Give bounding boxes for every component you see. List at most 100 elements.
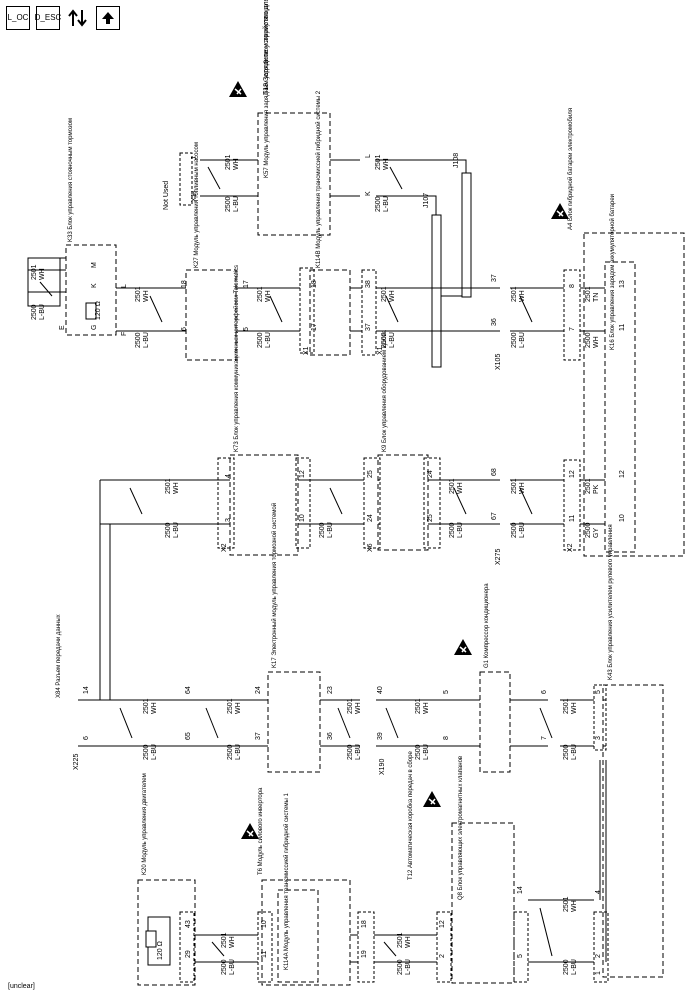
- wire-color: WH: [571, 702, 578, 714]
- x6-label: X6: [367, 543, 374, 552]
- wire-color: WH: [383, 158, 390, 170]
- not-used-label: Not Used: [163, 181, 170, 210]
- location-button[interactable]: L_OC: [6, 6, 30, 30]
- pin-number: 11: [619, 324, 626, 331]
- wire-code: 2501: [511, 478, 518, 494]
- pin-number: 37: [365, 323, 372, 331]
- k43-box: [602, 684, 664, 978]
- x275-label: X275: [495, 549, 502, 565]
- pin-number: 25: [427, 514, 434, 522]
- unclear-label: [unclear]: [8, 983, 35, 990]
- wire-code: 2501: [165, 478, 172, 494]
- k20-label: K20 Модуль управления двигателем: [142, 773, 148, 875]
- wire-code: 2501: [227, 698, 234, 714]
- x1-label-c: X1: [303, 346, 310, 355]
- pin-number: L: [365, 154, 372, 158]
- j107-bar: [431, 214, 442, 368]
- pin-number: 4: [595, 890, 602, 894]
- wire-code: 2500: [563, 744, 570, 760]
- pin-number: 68: [491, 468, 498, 476]
- k33-resistor: [85, 302, 97, 320]
- wire-code: 2500: [319, 522, 326, 538]
- wire-code: 2500: [257, 332, 264, 348]
- hazard-icon-g1: [453, 638, 473, 656]
- pin-number: 12: [569, 470, 576, 478]
- wire-color: WH: [355, 702, 362, 714]
- pin-number: 25: [367, 470, 374, 478]
- wire-color: L-BU: [389, 332, 396, 348]
- pin-number: 2: [439, 954, 446, 958]
- wire-code: 2501: [143, 698, 150, 714]
- wire-color: L-BU: [233, 196, 240, 212]
- pin-number: 1: [595, 971, 602, 975]
- k17-box: [267, 671, 321, 773]
- swap-arrows-icon: [68, 9, 87, 27]
- x84-label: X84 Разъем передачи данных: [56, 614, 62, 698]
- g1-box: [479, 671, 511, 773]
- pin-number: 65: [185, 732, 192, 740]
- pin-number: 37: [255, 732, 262, 740]
- pin-number: E: [59, 325, 66, 330]
- pin-number: 7: [541, 736, 548, 740]
- wire-color: WH: [405, 936, 412, 948]
- t6-label: T6 Модуль силового инвертора: [258, 787, 264, 875]
- pin-number: 29: [185, 950, 192, 958]
- wire-code: 2500: [511, 522, 518, 538]
- wire-code: 2501: [257, 286, 264, 302]
- wire-code: 2501: [135, 286, 142, 302]
- hazard-icon-t6: [240, 822, 260, 840]
- wire-code: 2500: [225, 196, 232, 212]
- wire-code: 2500: [135, 332, 142, 348]
- pin-number: 10: [261, 920, 268, 928]
- wire-color: WH: [143, 290, 150, 302]
- pin-number: 24: [367, 514, 374, 522]
- wire-color: L-BU: [423, 744, 430, 760]
- wire-code: 2501: [221, 932, 228, 948]
- wire-code: 2501: [511, 286, 518, 302]
- wire-code: 2500: [165, 522, 172, 538]
- pin-number: 5: [243, 327, 250, 331]
- pin-number: 6: [181, 327, 188, 331]
- k33-box: [65, 244, 117, 336]
- description-button[interactable]: D_ESC: [35, 6, 61, 30]
- k57-box: [257, 112, 331, 236]
- k114b-label: K114B Модуль управления трансмиссией гиб…: [315, 90, 322, 268]
- x105-label: X105: [495, 354, 502, 370]
- wire-code: 2500: [511, 332, 518, 348]
- x1-label-a: X1: [191, 193, 198, 202]
- t12-box: [451, 822, 515, 984]
- pin-number: 18: [361, 920, 368, 928]
- wire-code: 2501: [563, 896, 570, 912]
- wire-code: 2500: [221, 959, 228, 975]
- pin-number: K: [365, 191, 372, 196]
- pin-number: L: [121, 284, 128, 288]
- pin-number: 36: [327, 732, 334, 740]
- k73-box: [229, 454, 299, 556]
- pin-number: 2: [595, 954, 602, 958]
- up-button[interactable]: [96, 6, 120, 30]
- pin-number: 38: [365, 280, 372, 288]
- pin-number: 19: [361, 950, 368, 958]
- wire-color: L-BU: [143, 332, 150, 348]
- wire-code: 2501: [585, 286, 592, 302]
- wire-color: WH: [423, 702, 430, 714]
- wire-color: WH: [519, 290, 526, 302]
- pin-number: 7: [569, 327, 576, 331]
- t12-label: T12 Автоматическая коробка передач в сбо…: [408, 751, 414, 880]
- k9-label: K9 Блок управления оборудованием кузова: [382, 329, 388, 452]
- pin-number: 5: [595, 690, 602, 694]
- a4-box: [583, 232, 685, 557]
- pin-number: 10: [299, 514, 306, 522]
- wire-color: WH: [265, 290, 272, 302]
- wire-color: L-BU: [173, 522, 180, 538]
- pin-number: 5: [517, 954, 524, 958]
- pin-number: 4: [225, 474, 232, 478]
- pin-number: F: [121, 332, 128, 336]
- x1-label-b: X1: [377, 346, 384, 355]
- wire-code: 2500: [375, 196, 382, 212]
- wire-color: L-BU: [39, 304, 46, 320]
- pin-number: 64: [185, 686, 192, 694]
- k27-box: [185, 269, 237, 361]
- resistor-value: 120 Ω: [157, 941, 164, 960]
- swap-button[interactable]: [66, 6, 90, 30]
